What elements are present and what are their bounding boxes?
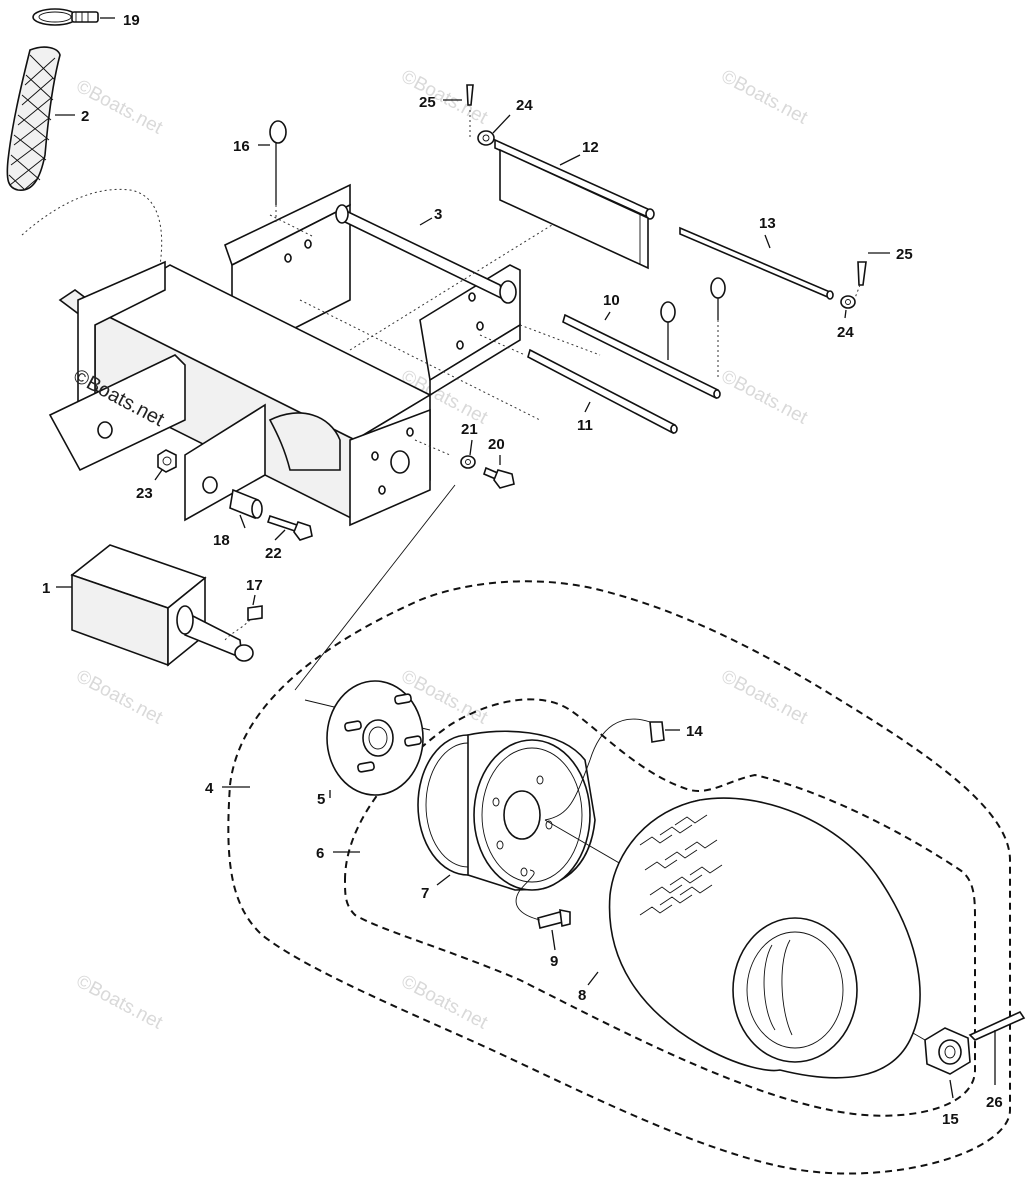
callout-17: 17 [246,577,263,594]
ring-pin-part [269,120,287,225]
wheel-rim-part [417,730,596,891]
ring-pin-part [660,277,726,380]
callout-14: 14 [686,723,703,740]
callout-18: 18 [213,532,230,549]
watermark-text: ©Boats.net [73,666,167,729]
washer-part [477,130,495,146]
bolt-part [483,466,515,489]
callout-9: 9 [550,953,558,970]
callout-8: 8 [578,987,586,1004]
watermark-text: ©Boats.net [398,66,492,129]
callout-11: 11 [577,417,593,434]
callout-3: 3 [434,206,442,223]
rod-part [562,313,721,400]
callout-21: 21 [461,421,478,438]
washer-part [460,455,476,469]
callout-13: 13 [759,215,776,232]
bolt-part [266,514,313,541]
nut-part [157,449,177,473]
callout-23: 23 [136,485,153,502]
callout-24-top: 24 [516,97,533,114]
callout-25-right: 25 [896,246,913,263]
valve-stem-part [515,869,571,929]
key-part [224,605,263,641]
tire-part [608,797,921,1079]
watermark-text: ©Boats.net [718,66,812,129]
frame-part [48,183,521,527]
callout-26: 26 [986,1094,1003,1111]
axle-pin-with-plate-part [494,138,655,270]
callout-4: 4 [205,780,214,797]
wheel-hub-part [326,680,424,796]
callout-1: 1 [42,580,50,597]
callout-22: 22 [265,545,282,562]
callout-16: 16 [233,138,250,155]
castle-nut-part [924,1027,971,1075]
leader-lines [55,17,996,1099]
callout-5: 5 [317,791,325,808]
hose-clamp-part [32,8,99,26]
callout-15: 15 [942,1111,959,1128]
gearbox-part [70,544,254,667]
watermark-text: ©Boats.net [73,971,167,1034]
hose-part [6,46,61,191]
callout-12: 12 [582,139,599,156]
callout-25-top: 25 [419,94,436,111]
callout-20: 20 [488,436,505,453]
rim-tire-assembly-outline [343,698,976,1117]
callout-2: 2 [81,108,89,125]
callout-19: 19 [123,12,140,29]
callout-7: 7 [421,885,429,902]
callout-10: 10 [603,292,620,309]
callout-24-right: 24 [837,324,854,341]
watermark-text: ©Boats.net [718,366,812,429]
cotter-pin-part [854,261,867,299]
rod-part [527,348,678,435]
valve-cap-part [544,718,665,821]
watermark-text: ©Boats.net [398,971,492,1034]
spacer-part [229,488,263,520]
washer-part [840,295,856,309]
cotter-pin-part [968,1010,1026,1041]
callout-6: 6 [316,845,324,862]
callout-labels: 19 2 25 24 12 16 3 13 25 24 10 11 21 20 … [42,12,1003,1128]
long-rod-part [679,226,834,300]
cotter-pin-part [466,84,474,140]
